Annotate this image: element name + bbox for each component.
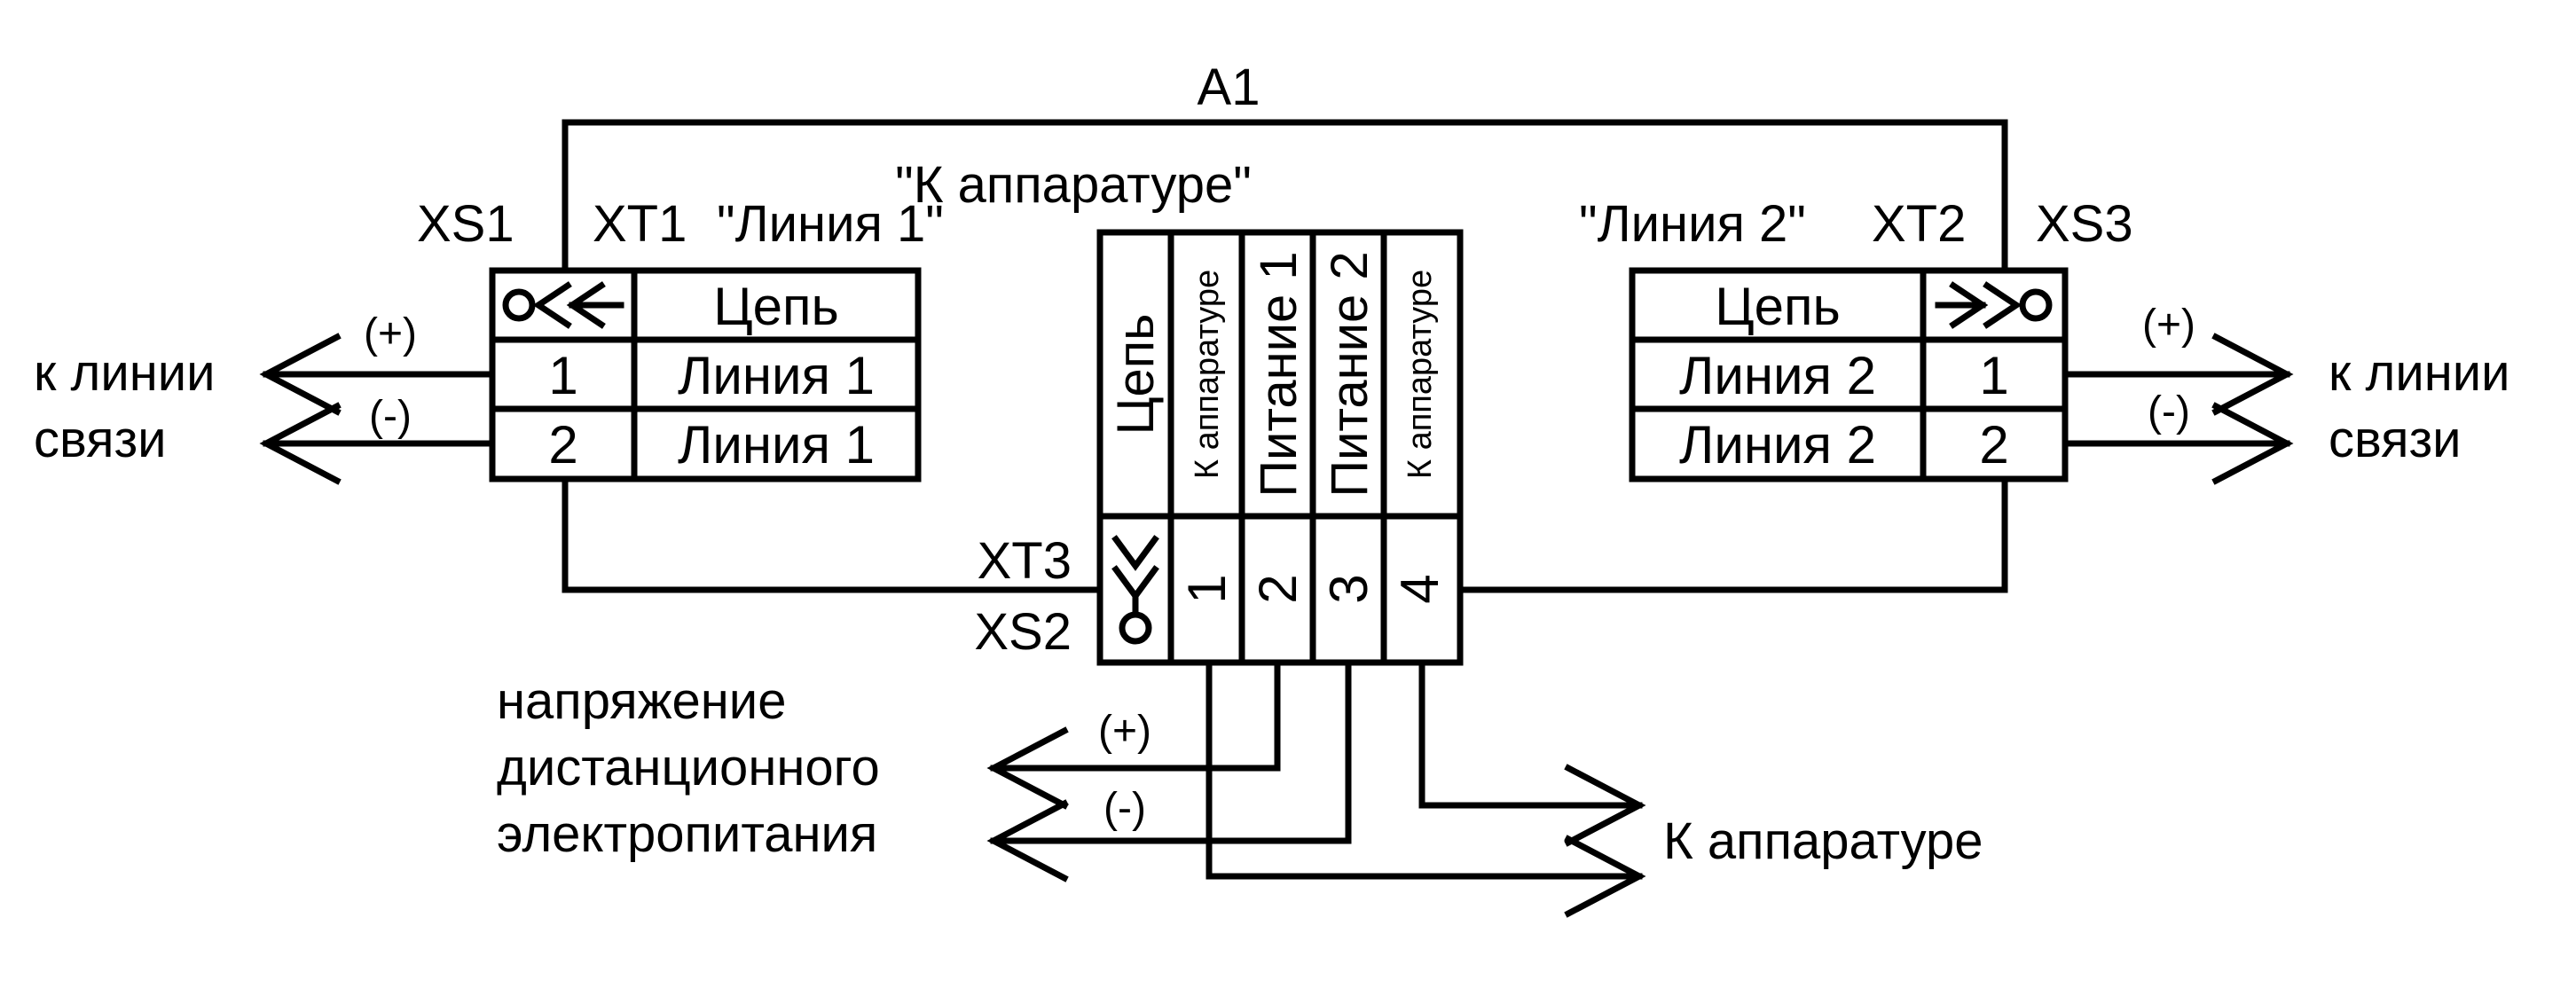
power-label-line3: электропитания [497, 805, 877, 863]
center-table-header: Цепь [1107, 314, 1165, 435]
left-line-wires [259, 333, 496, 485]
left-arrow-minus-icon [259, 402, 342, 485]
right-pin-1: 1 [1979, 346, 2008, 405]
left-pin-2: 2 [548, 415, 577, 475]
xt3-label: XT3 [978, 532, 1072, 590]
center-circuit-4: К аппаратуре [1402, 270, 1439, 479]
module-a1-frame: A1 [562, 59, 2008, 286]
left-external-label-2: связи [34, 411, 167, 468]
equipment-block-label: "К аппаратуре" [895, 156, 1252, 214]
right-pin-2: 2 [1979, 415, 2008, 475]
equipment-arrow-1-icon [1564, 764, 1646, 847]
power-minus-sign: (-) [1103, 785, 1146, 832]
xs3-label: XS3 [2036, 195, 2133, 253]
plug-socket-icon [1935, 281, 2053, 329]
left-plus-sign: (+) [364, 310, 417, 357]
right-minus-sign: (-) [2148, 388, 2190, 435]
center-pin-4: 4 [1390, 574, 1449, 603]
left-table-header: Цепь [713, 277, 839, 336]
right-circuit-2: Линия 2 [1679, 415, 1876, 475]
power-label-line2: дистанционного [497, 739, 880, 796]
module-label: A1 [1198, 59, 1261, 116]
right-line-wires [2062, 333, 2294, 485]
right-table-header: Цепь [1715, 277, 1841, 336]
equipment-output-label: К аппаратуре [1663, 812, 1983, 870]
center-circuit-1: К аппаратуре [1189, 270, 1226, 479]
center-connector: "К аппаратуре" Цепь К аппаратуре Питание… [895, 156, 1464, 666]
right-arrow-minus-icon [2211, 402, 2294, 485]
vertical-socket-plug-icon [1111, 535, 1159, 645]
center-circuit-3: Питание 2 [1321, 251, 1378, 497]
right-external-label-2: связи [2329, 411, 2462, 468]
left-pin-1: 1 [548, 346, 577, 405]
xs1-label: XS1 [417, 195, 514, 253]
equipment-arrow-2-icon [1564, 835, 1646, 918]
center-circuit-2: Питание 1 [1250, 251, 1308, 497]
xt2-label: XT2 [1872, 195, 1966, 253]
left-connector: XS1 XT1 "Линия 1" Цепь 1 Линия 1 2 Линия… [34, 195, 944, 485]
power-arrow-plus-icon [986, 726, 1069, 810]
center-pin-2: 2 [1248, 574, 1308, 603]
center-terminal-table: Цепь К аппаратуре Питание 1 Питание 2 К … [1096, 229, 1464, 666]
socket-plug-icon [502, 281, 624, 329]
right-circuit-1: Линия 2 [1679, 346, 1876, 405]
line1-block-label: "Линия 1" [717, 195, 944, 253]
left-external-label-1: к линии [34, 344, 216, 402]
left-circuit-2: Линия 1 [678, 415, 875, 475]
center-pin-1: 1 [1177, 574, 1237, 603]
xs2-label: XS2 [974, 603, 1072, 661]
xt1-label: XT1 [593, 195, 687, 253]
right-external-label-1: к линии [2329, 344, 2510, 402]
right-arrow-plus-icon [2211, 333, 2294, 416]
right-plus-sign: (+) [2142, 302, 2195, 349]
output-wires [986, 659, 1646, 918]
internal-wires [562, 475, 2008, 593]
line2-block-label: "Линия 2" [1579, 195, 1806, 253]
left-circuit-1: Линия 1 [678, 346, 875, 405]
left-terminal-table: Цепь 1 Линия 1 2 Линия 1 [489, 267, 922, 482]
power-label-line1: напряжение [497, 672, 786, 730]
right-connector: "Линия 2" XT2 XS3 Цепь Линия 2 1 Линия 2… [1579, 195, 2510, 485]
right-terminal-table: Цепь Линия 2 1 Линия 2 2 [1629, 267, 2069, 482]
left-minus-sign: (-) [369, 393, 412, 440]
left-arrow-plus-icon [259, 333, 342, 416]
center-pin-3: 3 [1319, 574, 1378, 603]
power-plus-sign: (+) [1098, 708, 1151, 755]
power-arrow-minus-icon [986, 799, 1069, 882]
